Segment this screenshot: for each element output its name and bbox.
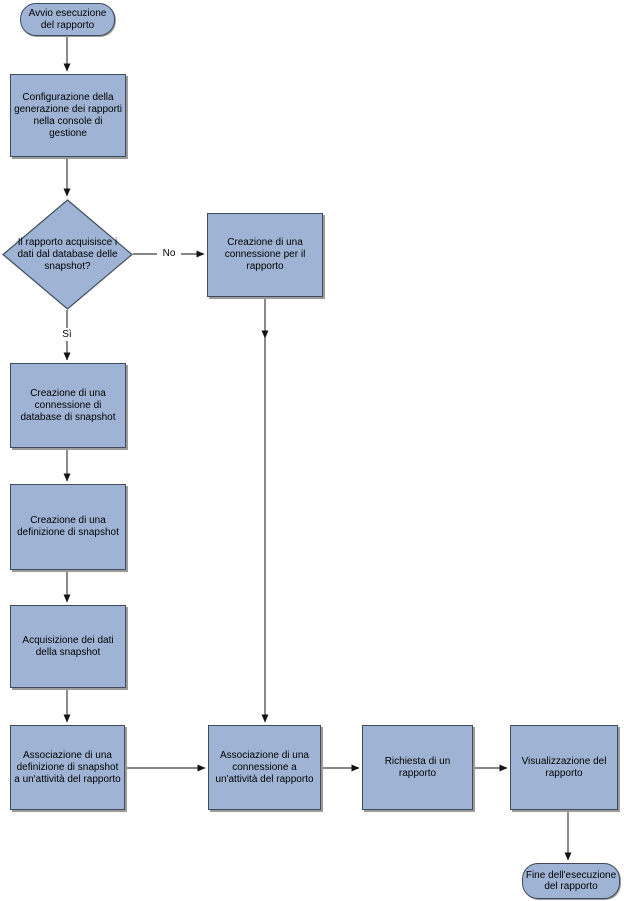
process-node-create-connection-report: Creazione di una connessione per il rapp… (207, 213, 323, 297)
diamond-shape (2, 199, 133, 310)
end-node: Fine dell'esecuzione del rapporto (522, 863, 620, 899)
process-node-associate-connection: Associazione di una connessione a un'att… (208, 725, 321, 810)
process-node-label: Richiesta di un rapporto (384, 755, 451, 779)
decision-node: Il rapporto acquisisce i dati dal databa… (2, 199, 133, 310)
process-node-label: Visualizzazione del rapporto (521, 755, 607, 779)
process-node-label: Acquisizione dei dati della snapshot (22, 634, 114, 658)
process-node-label: Associazione di una connessione a un'att… (215, 749, 314, 785)
start-node: Avvio esecuzione del rapporto (20, 3, 115, 36)
process-node-create-snapshot-db-connection: Creazione di una connessione di database… (10, 363, 126, 448)
decision-node-label: Il rapporto acquisisce i dati dal databa… (17, 236, 118, 272)
process-node-label: Creazione di una definizione di snapshot (17, 515, 119, 538)
process-node-view-report: Visualizzazione del rapporto (510, 725, 618, 810)
end-node-label: Fine dell'esecuzione del rapporto (525, 870, 617, 892)
start-node-label: Avvio esecuzione del rapporto (28, 7, 107, 31)
process-node-label: Configurazione della generazione dei rap… (14, 91, 122, 139)
process-node-acquire-snapshot-data: Acquisizione dei dati della snapshot (10, 605, 126, 688)
process-node-create-snapshot-definition: Creazione di una definizione di snapshot (10, 484, 126, 570)
process-node-label: Associazione di una definizione di snaps… (14, 749, 121, 785)
process-node-config: Configurazione della generazione dei rap… (10, 74, 126, 157)
process-node-associate-snapshot-definition: Associazione di una definizione di snaps… (10, 725, 125, 810)
edge-label-yes: Sì (58, 328, 76, 341)
edge-label-no: No (157, 247, 181, 260)
process-node-label: Creazione di una connessione per il rapp… (224, 237, 306, 272)
process-node-label: Creazione di una connessione di database… (20, 387, 116, 423)
process-node-request-report: Richiesta di un rapporto (362, 725, 473, 810)
